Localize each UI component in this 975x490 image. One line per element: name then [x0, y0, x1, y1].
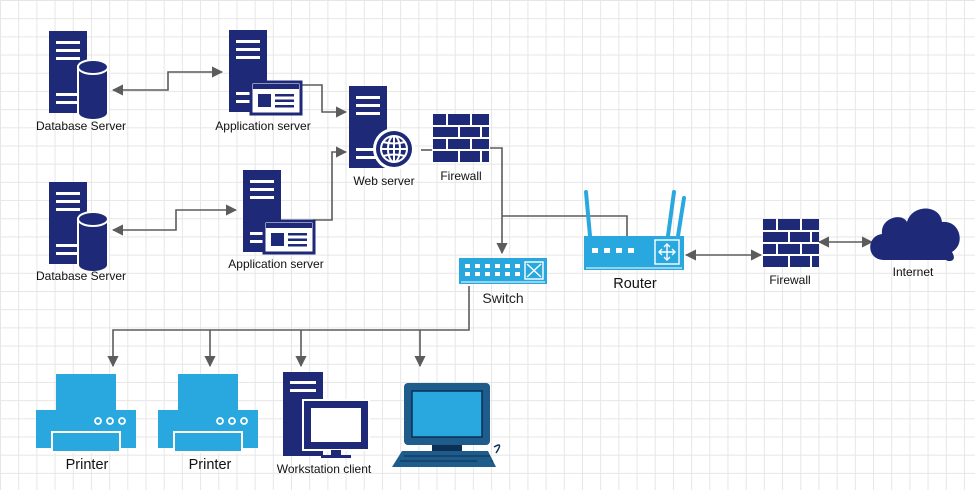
firewall-icon: [762, 218, 820, 268]
cloud-icon: [870, 208, 960, 262]
edge-app1-web: [299, 84, 348, 118]
label-firewall-internal: Firewall: [440, 169, 482, 183]
desktop-computer-icon: [392, 383, 501, 467]
label-printer-1: Printer: [65, 457, 109, 473]
edge-firewall-switch: [490, 147, 508, 255]
web-server-icon: [349, 86, 415, 170]
application-server-icon: [243, 170, 316, 255]
edge-switch-bus: [107, 286, 470, 368]
label-switch: Switch: [482, 290, 524, 306]
connections: [107, 66, 874, 368]
edge-db1-app1: [111, 66, 224, 96]
application-server-icon: [229, 30, 303, 116]
firewall-icon: [432, 113, 490, 163]
label-application-server-1: Application server: [215, 119, 311, 133]
label-printer-2: Printer: [188, 457, 232, 473]
edge-router-switch: [502, 215, 628, 236]
database-server-icon: [49, 31, 109, 121]
switch-icon: [459, 258, 547, 284]
edge-db2-app2: [111, 204, 238, 236]
database-server-icon: [49, 182, 109, 273]
label-internet: Internet: [892, 265, 934, 279]
label-database-server-1: Database Server: [35, 119, 127, 133]
label-application-server-2: Application server: [228, 257, 324, 271]
label-workstation-client: Workstation client: [276, 462, 372, 476]
printer-icon: [35, 373, 137, 453]
label-router: Router: [613, 276, 657, 292]
label-firewall-external: Firewall: [769, 273, 811, 287]
edge-app2-web: [313, 146, 348, 221]
router-icon: [584, 190, 686, 270]
label-database-server-2: Database Server: [35, 269, 127, 283]
label-web-server: Web server: [353, 174, 415, 188]
workstation-icon: [283, 372, 370, 458]
printer-icon: [157, 373, 259, 453]
